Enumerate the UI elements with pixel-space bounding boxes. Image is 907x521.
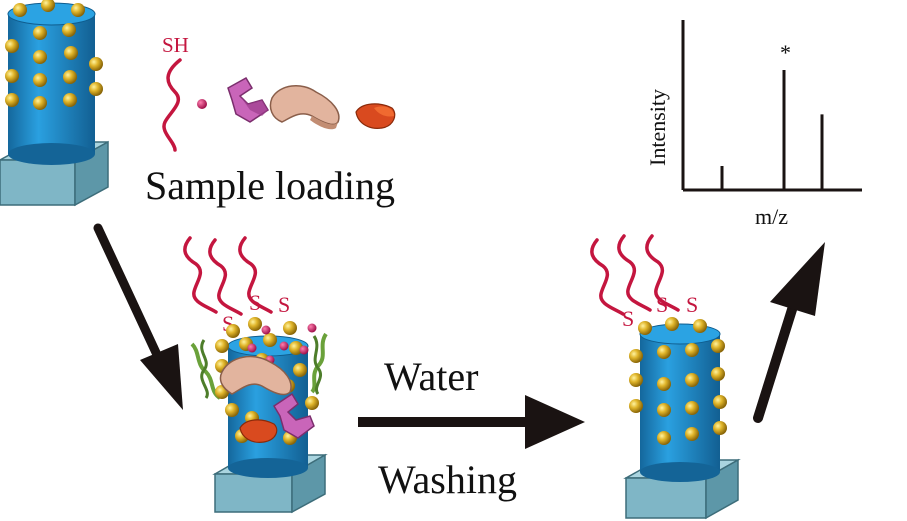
enzyme-shape	[227, 76, 270, 123]
svg-text:S: S	[622, 306, 634, 331]
y-axis-label: Intensity	[645, 89, 670, 166]
gold-nanoparticles	[629, 317, 727, 445]
washing-label: Washing	[378, 457, 517, 502]
organ-shape	[355, 103, 396, 129]
column-cylinder	[639, 323, 721, 482]
thiol-strands: S S S	[590, 234, 698, 331]
mass-spectrum: * Intensity m/z	[645, 20, 862, 229]
loading-arrow	[93, 223, 183, 410]
protein-shape	[269, 85, 340, 130]
column-before-loading	[0, 0, 109, 207]
gold-nanoparticles	[5, 0, 103, 110]
svg-text:S: S	[686, 292, 698, 317]
thiol-strand	[162, 58, 182, 152]
column-after-washing: S S S	[590, 234, 741, 520]
svg-text:S: S	[249, 290, 261, 315]
thiol-label: SH	[162, 33, 189, 57]
analysis-arrow	[753, 242, 825, 423]
captured-enzyme	[272, 392, 315, 439]
captured-small-molecules	[247, 323, 317, 365]
x-axis-label: m/z	[755, 204, 788, 229]
svg-text:S: S	[278, 292, 290, 317]
washing-arrow	[358, 395, 585, 449]
sample-loading-label: Sample loading	[145, 163, 395, 208]
captured-organ	[239, 419, 278, 443]
small-molecule	[197, 99, 207, 109]
water-label: Water	[384, 354, 479, 399]
peak-marker: *	[780, 40, 791, 65]
column-after-loading: S S S	[183, 236, 328, 514]
dna-strands	[190, 332, 328, 400]
spectrum-peaks	[720, 70, 824, 190]
column-cylinder	[7, 2, 96, 165]
captured-protein	[219, 355, 292, 396]
thiol-strands: S S S	[183, 236, 290, 336]
sample-components: SH	[162, 33, 396, 152]
svg-text:S: S	[656, 292, 668, 317]
